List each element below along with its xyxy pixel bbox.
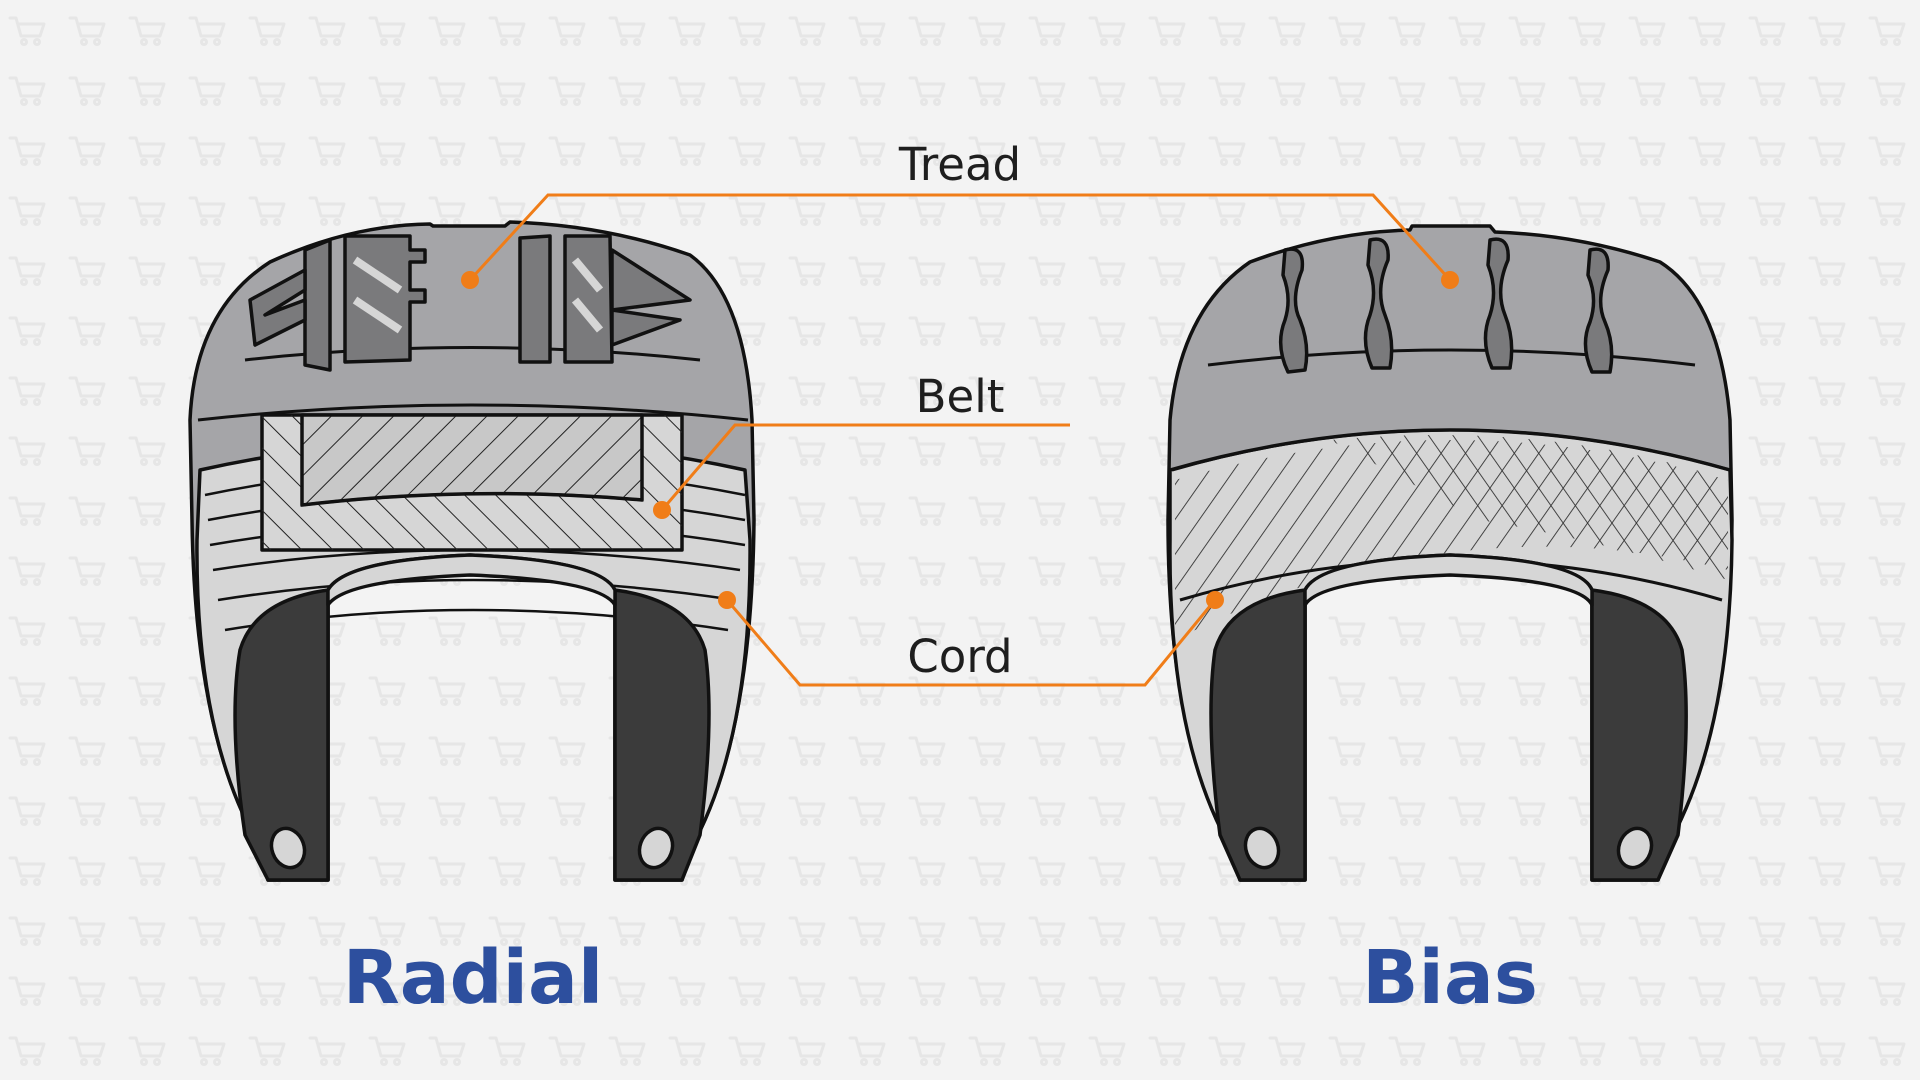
- radial-bead-left: [269, 826, 307, 870]
- belt-label: Belt: [916, 370, 1005, 423]
- bias-inner-cavity: [1209, 588, 1307, 882]
- cord-dot-bias: [1206, 591, 1224, 609]
- radial-title: Radial: [343, 935, 604, 1021]
- callouts: [461, 193, 1459, 687]
- tread-dot-bias: [1441, 271, 1459, 289]
- bias-tread-grooves: [1278, 237, 1614, 374]
- tread-leader-line: [468, 193, 1452, 282]
- tread-dot-radial: [461, 271, 479, 289]
- bias-title: Bias: [1362, 935, 1538, 1021]
- belt-leader-line: [660, 423, 1070, 511]
- radial-bead-right: [637, 826, 675, 870]
- belt-dot-radial: [653, 501, 671, 519]
- radial-tread-highlights: [352, 256, 604, 334]
- radial-tread-grooves: [248, 234, 692, 372]
- radial-inner-cavity: [233, 588, 330, 882]
- cord-dot-radial: [718, 591, 736, 609]
- bias-inner-liner: [1303, 553, 1594, 607]
- bias-tire: [1166, 224, 1734, 882]
- cord-label: Cord: [907, 630, 1012, 683]
- tread-label: Tread: [898, 138, 1021, 191]
- radial-inner-liner: [326, 553, 617, 607]
- cord-leader-line: [725, 599, 1217, 687]
- bias-bead-left: [1243, 826, 1281, 870]
- radial-tire: [188, 220, 756, 882]
- bias-bead-right: [1616, 826, 1654, 870]
